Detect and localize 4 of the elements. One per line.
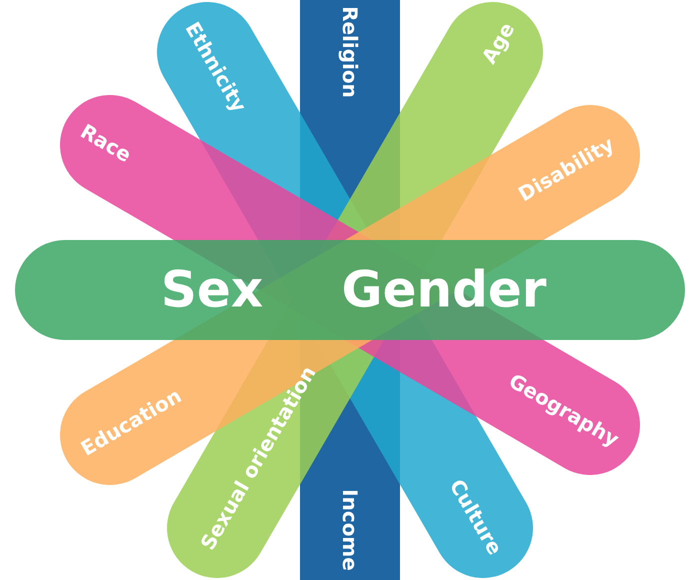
band-label: Sex xyxy=(160,262,264,318)
band-label: Religion xyxy=(339,6,361,98)
band-label: Gender xyxy=(342,262,546,318)
band-label: Income xyxy=(339,489,361,571)
